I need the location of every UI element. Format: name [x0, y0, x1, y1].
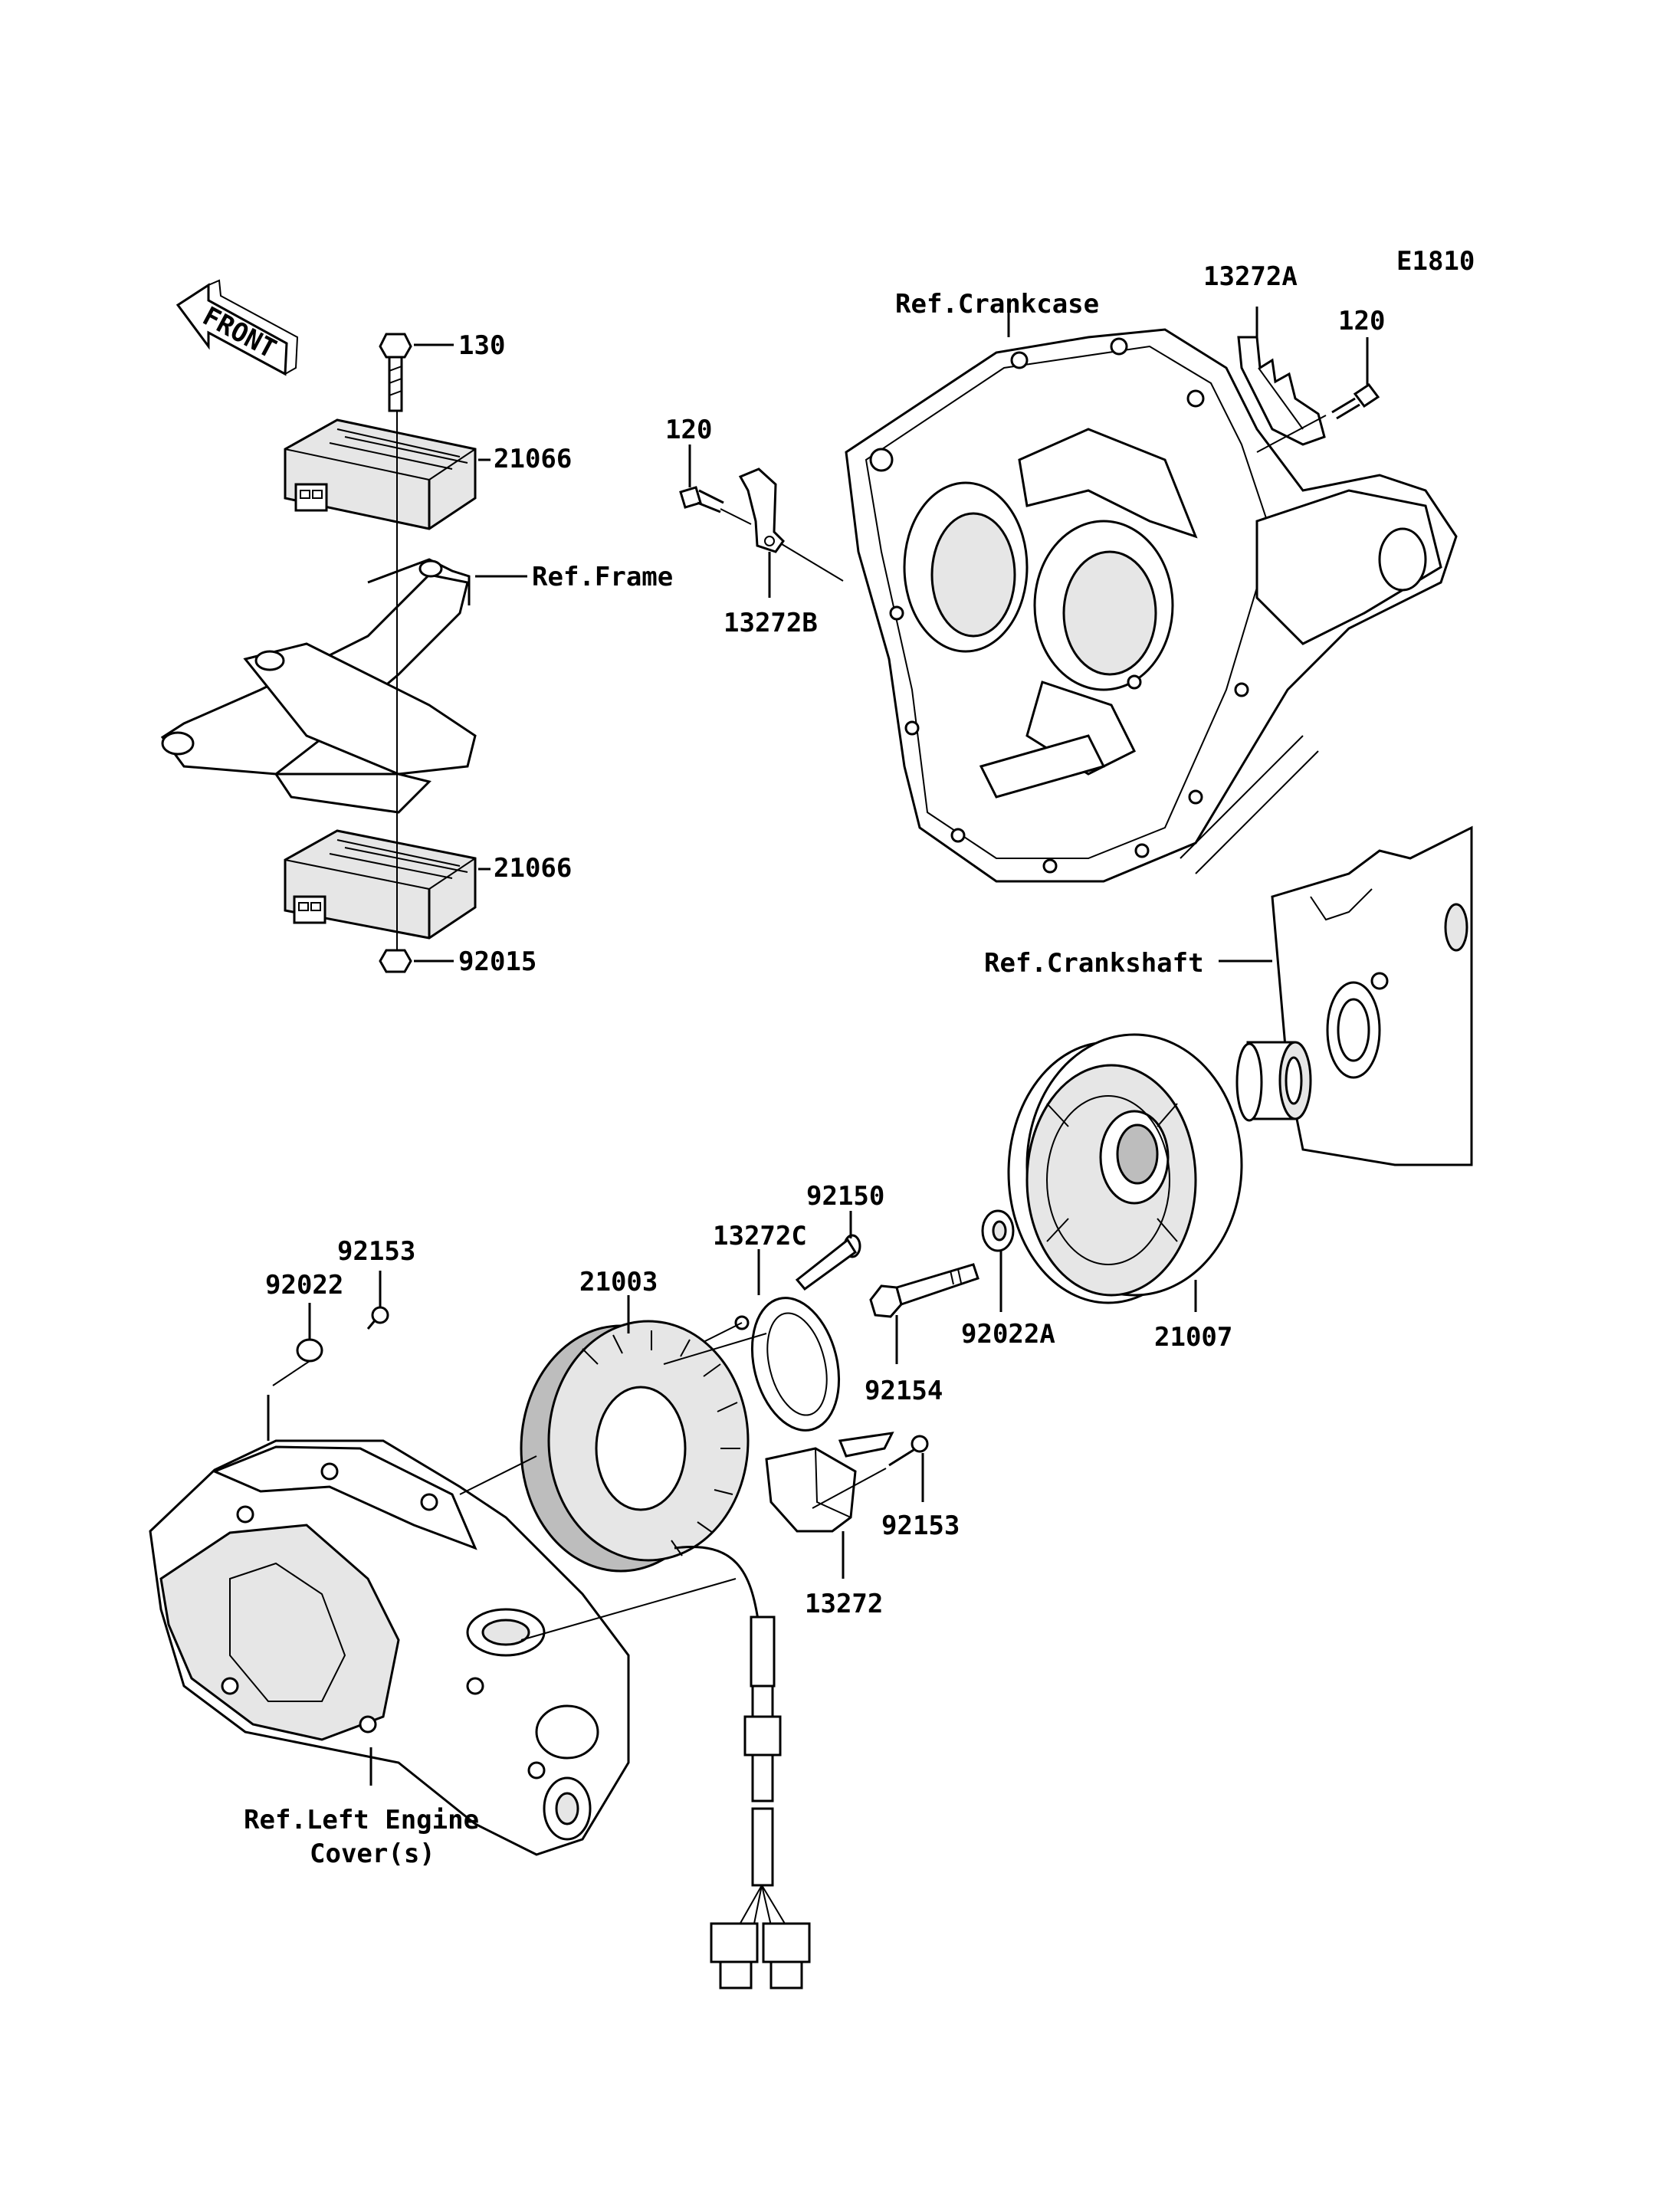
washer-92022A	[981, 1209, 1015, 1252]
regulator-21066-top	[284, 418, 477, 530]
bracket-13272A	[1237, 336, 1326, 446]
wire-harness	[710, 1615, 811, 1989]
label-ref-frame: Ref.Frame	[532, 562, 673, 592]
label-21066-bottom: 21066	[494, 853, 572, 884]
label-92150: 92150	[806, 1181, 884, 1212]
front-arrow-label: FRONT	[198, 301, 281, 365]
label-92015: 92015	[458, 946, 536, 977]
label-130: 130	[458, 330, 505, 361]
washer-92022	[296, 1338, 323, 1363]
plate-13272C	[734, 1297, 841, 1432]
label-13272: 13272	[805, 1589, 883, 1619]
label-120-right: 120	[1338, 306, 1385, 336]
label-ref-left-cover-line2: Cover(s)	[310, 1839, 435, 1869]
bracket-13272B	[738, 467, 785, 553]
label-21003: 21003	[579, 1267, 658, 1297]
label-120-left: 120	[665, 415, 712, 445]
screw-92150	[795, 1234, 861, 1291]
stator-21003	[520, 1320, 760, 1625]
frame-bracket	[160, 558, 477, 814]
bolt-130	[379, 333, 412, 412]
label-92154: 92154	[865, 1376, 943, 1406]
label-13272C: 13272C	[713, 1221, 807, 1251]
bolt-120-left	[679, 486, 724, 513]
nut-92015	[379, 949, 412, 973]
label-92022A: 92022A	[961, 1319, 1055, 1350]
regulator-21066-bottom	[284, 829, 477, 940]
figure-code: E1810	[1396, 246, 1475, 277]
label-92153-right: 92153	[881, 1511, 960, 1541]
bolt-92153-top	[366, 1306, 389, 1330]
bolt-92154	[869, 1263, 979, 1318]
label-92022: 92022	[265, 1270, 343, 1301]
label-ref-crankshaft: Ref.Crankshaft	[984, 948, 1204, 979]
label-21066-top: 21066	[494, 444, 572, 474]
bolt-120-right	[1331, 382, 1380, 420]
label-92153-top: 92153	[337, 1236, 415, 1267]
left-engine-cover	[149, 1439, 630, 1856]
rotor-21007	[1007, 1033, 1243, 1304]
front-direction-arrow: FRONT	[176, 279, 299, 376]
bolt-92153-right	[888, 1435, 929, 1467]
label-13272B: 13272B	[724, 608, 818, 638]
label-13272A: 13272A	[1203, 261, 1298, 292]
label-21007: 21007	[1154, 1322, 1232, 1353]
crankshaft	[1235, 825, 1473, 1166]
crankcase	[845, 328, 1458, 883]
label-ref-left-cover-line1: Ref.Left Engine	[244, 1805, 479, 1835]
clamp-13272	[765, 1432, 894, 1533]
label-ref-crankcase: Ref.Crankcase	[895, 289, 1099, 320]
